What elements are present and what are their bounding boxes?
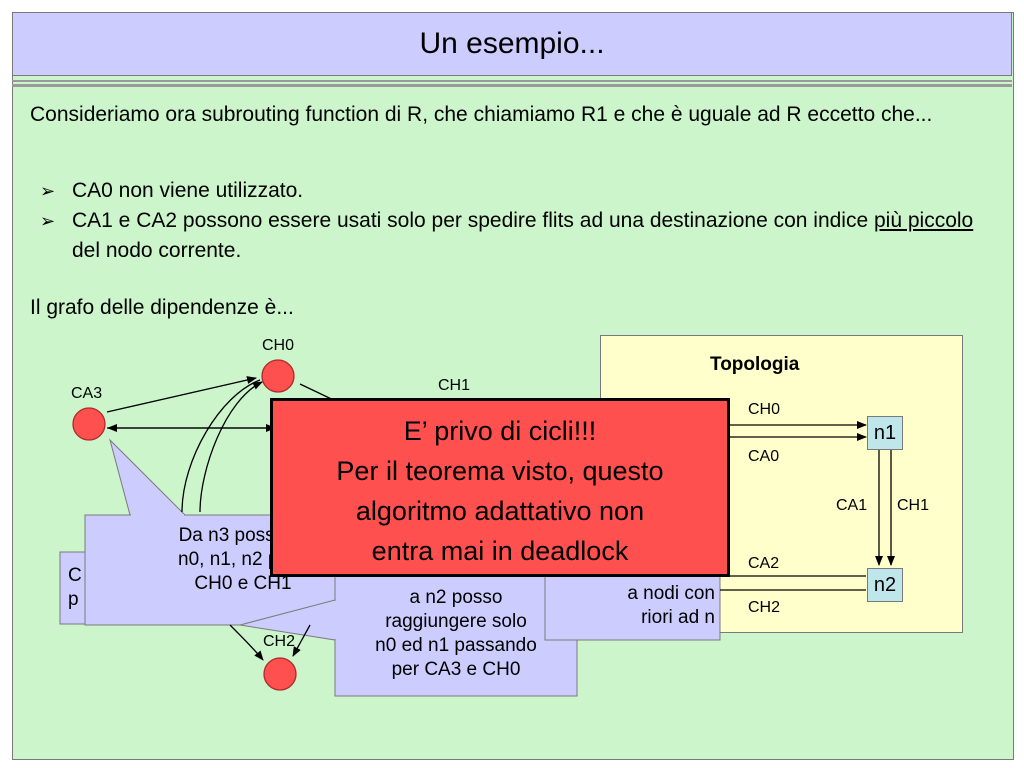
callout-far-left-text: C p	[68, 565, 82, 610]
router-n1: n1	[867, 416, 903, 450]
slide-title: Un esempio...	[419, 27, 605, 60]
graph-label-ch1: CH1	[438, 377, 471, 394]
edge-curve-ch0-a	[199, 381, 263, 513]
callout-right-text: a nodi con riori ad n	[627, 583, 715, 628]
intro-text: Consideriamo ora subrouting function di …	[30, 103, 933, 126]
title-bar: Un esempio...	[12, 12, 1012, 76]
conclusion-text: E’ privo di cicli!!! Per il teorema vist…	[273, 411, 727, 571]
dependency-edges	[106, 376, 366, 661]
conclusion-box: E’ privo di cicli!!! Per il teorema vist…	[270, 398, 730, 577]
conclusion-line: entra mai in deadlock	[371, 536, 629, 566]
topology-title: Topologia	[710, 354, 800, 375]
title-divider-thick	[12, 84, 1012, 87]
graph-label-ch2: CH2	[263, 633, 296, 650]
bullet-item: ➢ CA0 non viene utilizzato.	[40, 176, 990, 206]
topology-label-ca2: CA2	[748, 555, 780, 572]
edge-to-ch2	[229, 624, 264, 661]
bullet-text: CA1 e CA2 possono essere usati solo per …	[72, 209, 874, 232]
topology-label-ch2: CH2	[748, 599, 781, 616]
bullet-item: ➢ CA1 e CA2 possono essere usati solo pe…	[40, 206, 990, 266]
callout-n2	[239, 567, 578, 697]
graph-label-ch0: CH0	[262, 337, 295, 354]
edge-ca3-ch0	[106, 376, 257, 413]
node-ch0	[261, 359, 295, 393]
conclusion-line: Per il teorema visto, questo	[336, 456, 664, 486]
edge-to-ch2-right	[292, 624, 311, 657]
bullet-text: CA0 non viene utilizzato.	[72, 179, 304, 202]
node-ca3	[72, 407, 106, 441]
title-divider	[12, 80, 1012, 82]
conclusion-line: E’ privo di cicli!!!	[403, 416, 597, 446]
bullet-text: del nodo corrente.	[72, 239, 242, 262]
arrow-bullet-icon: ➢	[40, 211, 56, 231]
topology-label-ca1: CA1	[836, 497, 868, 514]
bullet-list: ➢ CA0 non viene utilizzato. ➢ CA1 e CA2 …	[40, 176, 990, 266]
conclusion-line: algoritmo adattativo non	[355, 496, 645, 526]
graph-label-ca3: CA3	[71, 385, 103, 402]
callout-n2-text: a n2 posso raggiungere solo n0 ed n1 pas…	[375, 587, 537, 680]
router-n2: n2	[867, 568, 903, 602]
arrow-bullet-icon: ➢	[40, 181, 56, 201]
bullet-text-underlined: più piccolo	[873, 209, 974, 232]
topology-label-ch1: CH1	[897, 497, 930, 514]
topology-edges	[720, 421, 895, 591]
topology-label-ch0: CH0	[748, 401, 781, 418]
node-ch2	[263, 657, 297, 691]
graph-intro: Il grafo delle dipendenze è...	[30, 296, 294, 319]
edge-curve-ch0-b	[181, 379, 261, 513]
topology-label-ca0: CA0	[748, 448, 780, 465]
callout-right	[544, 567, 721, 641]
